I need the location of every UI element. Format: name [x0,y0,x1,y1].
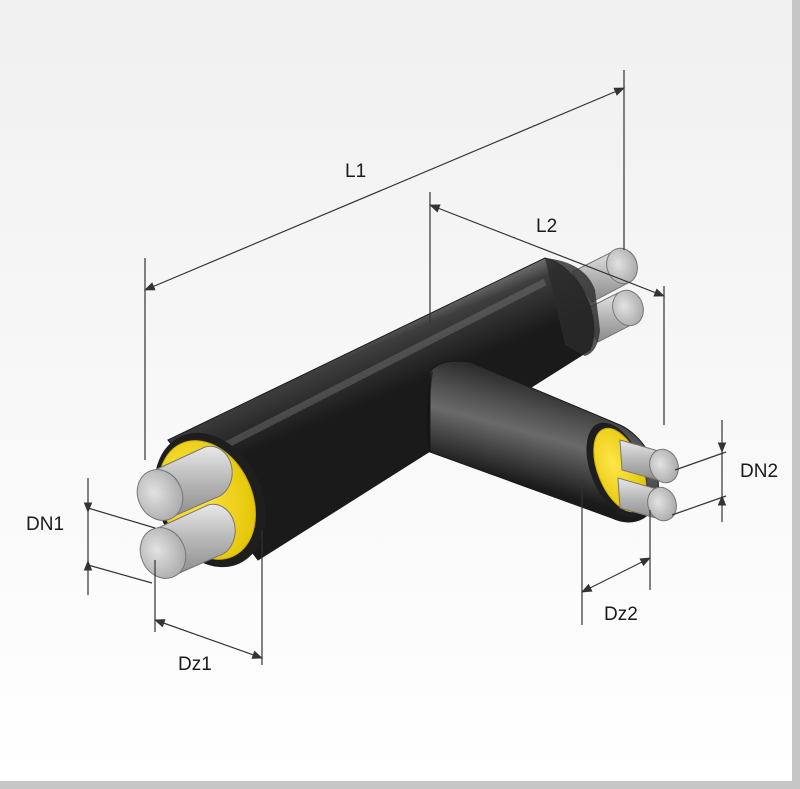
tee-pipe-diagram: L1 L2 DN1 DN2 Dz1 Dz2 [26,70,778,675]
main-pipe-front-end [136,432,266,579]
dn1-extension-top [87,507,156,529]
dz2-dimension-line [581,557,651,593]
dn2-extension-top [674,451,727,471]
branch-pipe-end [586,422,679,522]
dimension-lines [83,70,727,665]
label-dz2: Dz2 [604,604,638,625]
dz1-dimension-line [153,619,264,659]
l2-dimension-line [428,204,666,297]
label-dn1: DN1 [26,514,64,535]
dn2-extension-bottom [671,495,727,516]
label-dn2: DN2 [740,461,778,482]
label-dz1: Dz1 [178,654,212,675]
l1-dimension-line [144,87,625,291]
dn1-extension-bottom [87,564,153,584]
label-l2: L2 [536,216,557,237]
label-l1: L1 [345,161,366,182]
